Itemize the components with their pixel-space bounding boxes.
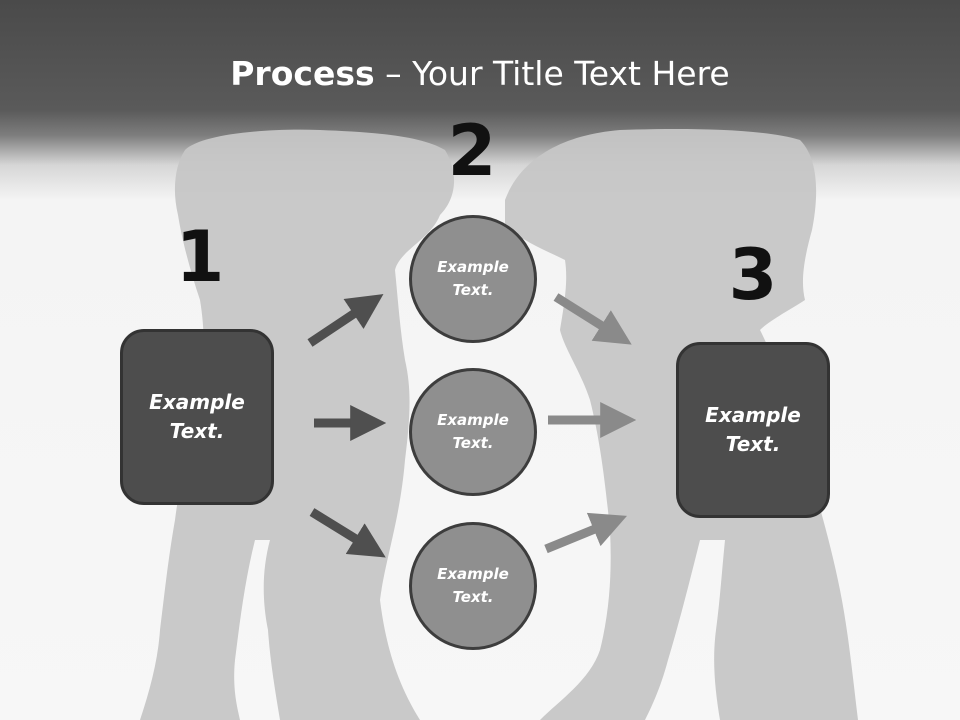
circle-middle-text: Example Text. bbox=[437, 411, 509, 452]
circle-bottom-text: Example Text. bbox=[437, 565, 509, 606]
circle-middle: Example Text. bbox=[409, 368, 537, 496]
step-number-1: 1 bbox=[175, 216, 225, 298]
circle-top: Example Text. bbox=[409, 215, 537, 343]
step-number-3: 3 bbox=[728, 234, 778, 316]
slide-title: Process – Your Title Text Here bbox=[0, 52, 960, 96]
step-3-box: Example Text. bbox=[676, 342, 830, 518]
step-1-box: Example Text. bbox=[120, 329, 274, 505]
step-1-text: Example Text. bbox=[149, 390, 245, 443]
title-rest: – Your Title Text Here bbox=[374, 54, 730, 93]
left-figure-silhouette bbox=[140, 129, 455, 720]
step-number-2: 2 bbox=[447, 110, 497, 192]
title-bold: Process bbox=[230, 54, 375, 93]
circle-top-text: Example Text. bbox=[437, 258, 509, 299]
circle-bottom: Example Text. bbox=[409, 522, 537, 650]
step-3-text: Example Text. bbox=[705, 403, 801, 456]
